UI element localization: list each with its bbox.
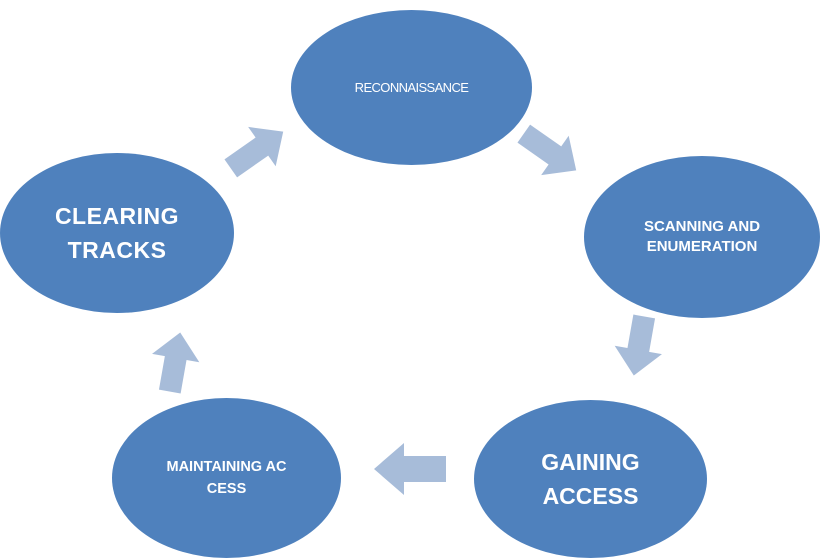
gaining-access-node: GAINING ACCESS	[474, 400, 707, 558]
gaining-access-label: GAINING ACCESS	[541, 449, 640, 509]
arrow-maint-to-clear	[152, 332, 200, 394]
maintaining-access-node: MAINTAINING ACCESS	[112, 398, 341, 558]
arrow-gain-to-maint	[374, 443, 446, 495]
scanning-enumeration-node: SCANNING AND ENUMERATION	[584, 156, 820, 318]
arrow-clear-to-recon	[224, 126, 284, 178]
reconnaissance-node: RECONNAISSANCE	[291, 10, 532, 165]
maintaining-access-label: MAINTAINING ACCESS	[166, 459, 287, 497]
arrow-scan-to-gain	[614, 314, 662, 376]
clearing-tracks-node: CLEARING TRACKS	[0, 153, 234, 313]
scanning-enumeration-label: SCANNING AND ENUMERATION	[643, 218, 761, 255]
arrow-recon-to-scan	[517, 124, 577, 176]
reconnaissance-label: RECONNAISSANCE	[354, 80, 469, 95]
clearing-tracks-label: CLEARING TRACKS	[54, 203, 180, 263]
